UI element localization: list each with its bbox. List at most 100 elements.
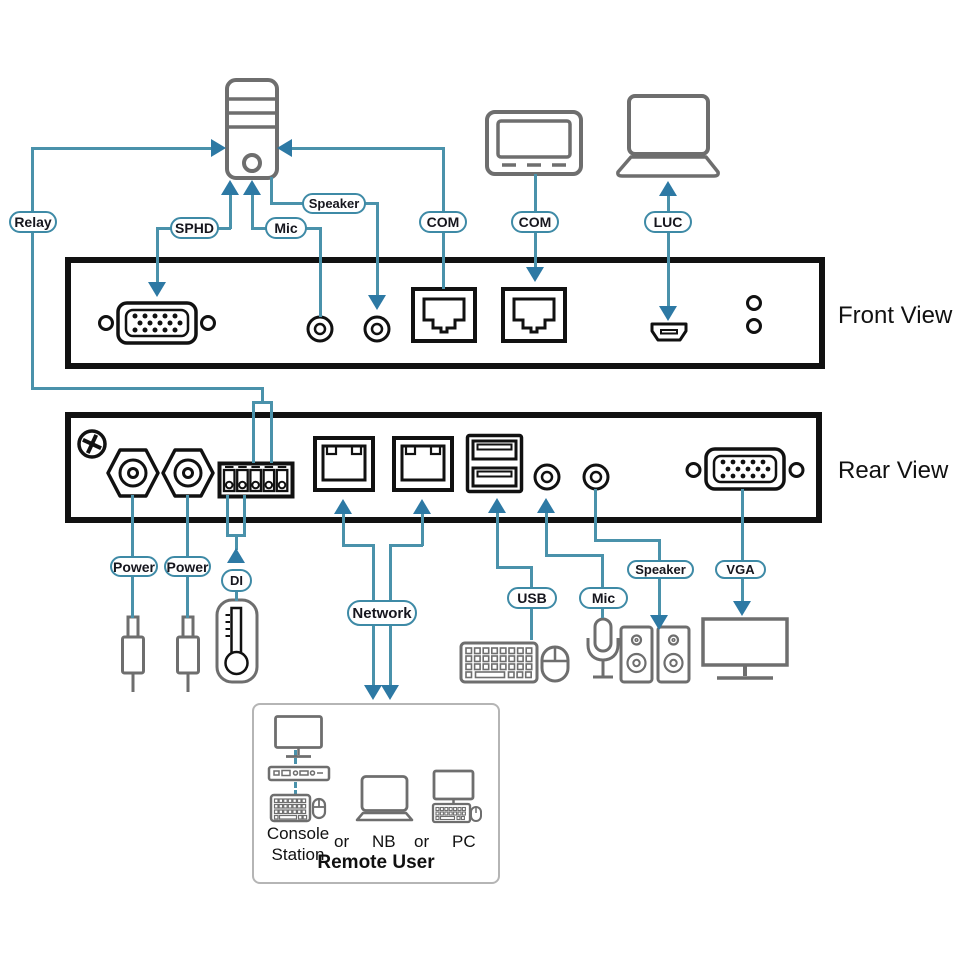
relay-bracket xyxy=(252,401,273,404)
dc-plug-icon xyxy=(171,614,205,694)
speaker-jack-icon xyxy=(581,462,611,492)
speaker-top-line xyxy=(376,202,379,296)
arrow-into-speakers xyxy=(650,615,668,630)
power2-label-pill: Power xyxy=(164,556,211,577)
usb-line xyxy=(496,566,533,569)
keyboard-icon xyxy=(459,641,539,684)
sphd-line xyxy=(156,227,172,230)
pill-text: LUC xyxy=(653,214,683,230)
power2-line xyxy=(186,495,189,557)
console-station-label-line1: Console xyxy=(266,824,330,843)
mic-bottom-line xyxy=(545,554,604,557)
arrow-into-laptop xyxy=(659,181,677,196)
com-left-line xyxy=(442,232,445,289)
network-line xyxy=(421,513,424,546)
com-left-line xyxy=(292,147,444,150)
or-label: or xyxy=(334,832,350,851)
pill-text: Mic xyxy=(591,590,616,606)
network-line xyxy=(342,513,345,546)
console-station-label-line2: Station xyxy=(271,845,325,864)
console-station-device-icon xyxy=(267,765,331,782)
com-right-line xyxy=(534,232,537,268)
sphd-line xyxy=(229,195,232,229)
usb-label-pill: USB xyxy=(507,587,557,609)
pill-text: DI xyxy=(230,573,243,588)
console-monitor-icon xyxy=(484,109,584,179)
mic-bottom-line xyxy=(545,513,548,556)
led-indicator xyxy=(745,317,763,335)
monitor-icon xyxy=(701,617,789,685)
com-left-line xyxy=(442,147,445,212)
arrow-into-computer xyxy=(221,180,239,195)
lan-port-icon xyxy=(312,435,376,493)
arrow-into-remote-box xyxy=(364,685,382,700)
mic-top-line xyxy=(251,227,267,230)
di-line xyxy=(235,534,238,550)
mic-top-label-pill: Mic xyxy=(265,217,307,239)
arrow-into-monitor xyxy=(733,601,751,616)
luc-line xyxy=(667,196,670,212)
speaker-top-line xyxy=(270,177,273,204)
pill-text: Mic xyxy=(274,220,298,236)
terminal-block-icon xyxy=(217,461,295,499)
pc-mouse-icon xyxy=(469,805,483,823)
pill-text: SPHD xyxy=(175,220,214,236)
speaker-top-line xyxy=(270,202,305,205)
speakers-icon xyxy=(619,625,691,685)
di-line xyxy=(243,495,246,536)
di-line xyxy=(235,591,238,601)
front-view-label: Front View xyxy=(838,302,953,329)
usb-ports-icon xyxy=(465,433,524,494)
mic-bottom-label-pill: Mic xyxy=(579,587,628,609)
pill-text: Speaker xyxy=(308,196,360,211)
pill-text: COM xyxy=(426,214,460,230)
sphd-line xyxy=(217,227,231,230)
pill-text: VGA xyxy=(726,562,755,577)
led-indicator xyxy=(745,294,763,312)
mouse-icon xyxy=(539,644,571,684)
console-station-keyboard-icon xyxy=(269,793,312,824)
console-station-label: Console Station xyxy=(262,823,334,865)
mic-jack-icon xyxy=(532,462,562,492)
speaker-top-label-pill: Speaker xyxy=(302,193,366,214)
laptop-icon xyxy=(614,93,722,179)
mic-top-line xyxy=(319,227,322,317)
arrow-into-lan-port xyxy=(526,267,544,282)
nb-laptop-icon xyxy=(354,774,416,822)
dc-plug-icon xyxy=(116,614,150,694)
console-station-monitor-icon xyxy=(273,714,325,762)
speaker-bottom-line xyxy=(594,489,597,541)
rear-view-label: Rear View xyxy=(838,457,949,484)
relay-line xyxy=(31,148,34,212)
network-label-pill: Network xyxy=(347,600,417,626)
relay-line xyxy=(31,147,213,150)
arrow-into-mini-port xyxy=(659,306,677,321)
arrow-into-vga-port xyxy=(148,282,166,297)
pill-text: Relay xyxy=(14,214,52,230)
mic-top-line xyxy=(251,195,254,229)
speaker-jack-icon xyxy=(362,314,392,344)
arrow-into-mic-jack xyxy=(537,498,555,513)
relay-bracket xyxy=(270,401,273,463)
relay-label-pill: Relay xyxy=(9,211,57,233)
com-right-label-pill: COM xyxy=(511,211,559,233)
network-line xyxy=(389,544,423,547)
relay-line xyxy=(31,232,34,388)
pc-label: PC xyxy=(452,832,476,851)
mic-jack-icon xyxy=(305,314,335,344)
mic-top-line xyxy=(305,227,321,230)
thermometer-icon xyxy=(214,597,260,685)
relay-bracket xyxy=(252,401,255,463)
console-station-mouse-icon xyxy=(311,797,327,821)
arrow-into-lan-port xyxy=(413,499,431,514)
power-jack-icon xyxy=(160,447,216,499)
computer-tower-icon xyxy=(224,77,280,181)
arrow-into-usb-port xyxy=(488,498,506,513)
mini-usb-port-icon xyxy=(649,321,689,343)
pill-text: COM xyxy=(518,214,552,230)
luc-label-pill: LUC xyxy=(644,211,692,233)
arrow-into-lan-port xyxy=(334,499,352,514)
microphone-icon xyxy=(584,616,622,686)
screw-icon xyxy=(76,428,108,460)
